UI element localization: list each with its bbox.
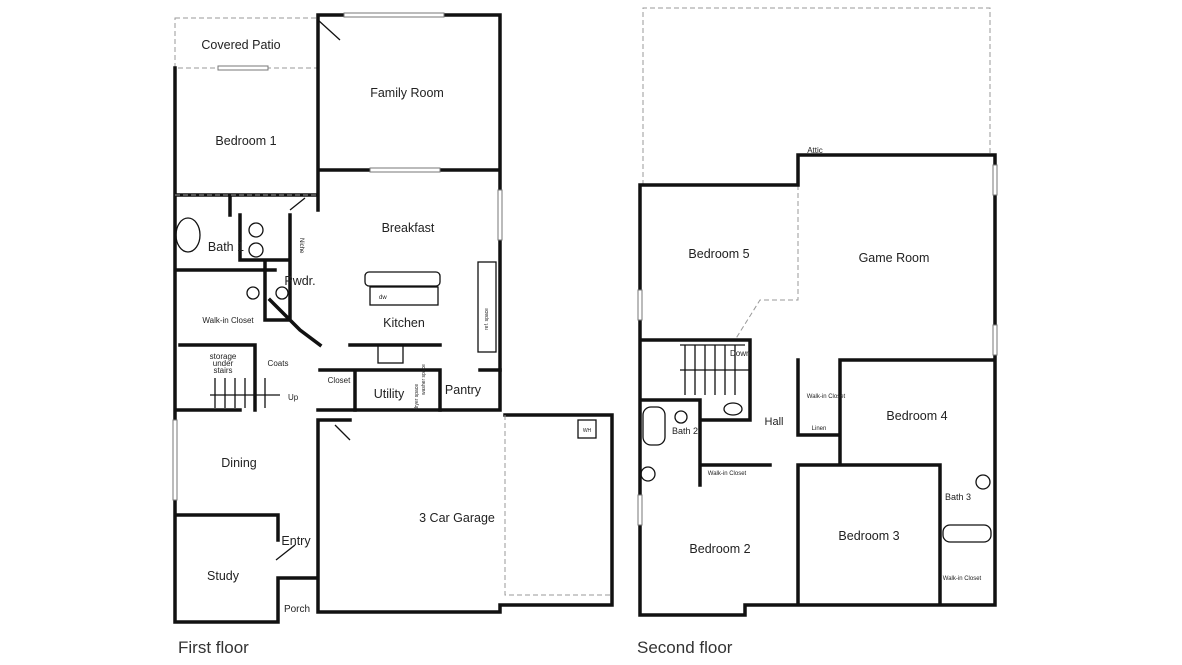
bathtub <box>642 406 666 446</box>
room-bath-1: Bath 1 <box>208 240 244 254</box>
room-storage-line3: stairs <box>213 366 232 375</box>
room-kitchen: Kitchen <box>383 316 425 330</box>
window <box>497 189 503 241</box>
room-bedroom-1: Bedroom 1 <box>215 134 276 148</box>
first-floor-caption: First floor <box>178 638 249 657</box>
window <box>369 167 441 173</box>
washer-space-label: washer space <box>421 364 427 395</box>
room-storage-line1: storage <box>210 352 237 361</box>
room-covered-patio: Covered Patio <box>201 38 280 52</box>
room-utility: Utility <box>374 387 405 401</box>
room-bath-3: Bath 3 <box>945 492 971 502</box>
walk-in-closet-bath2: Walk-in Closet <box>708 471 747 477</box>
niche-label: Niche <box>298 238 304 254</box>
room-game-room: Game Room <box>859 251 930 265</box>
walk-in-closet-bedroom3: Walk-in Closet <box>943 576 982 582</box>
room-bedroom-2: Bedroom 2 <box>689 542 750 556</box>
room-breakfast: Breakfast <box>382 221 435 235</box>
room-pantry: Pantry <box>445 383 482 397</box>
room-walk-in-closet: Walk-in Closet <box>202 316 254 325</box>
room-porch: Porch <box>284 604 310 615</box>
attic-outline <box>642 7 991 341</box>
room-bedroom-4: Bedroom 4 <box>886 409 947 423</box>
room-closet: Closet <box>328 376 351 385</box>
linen-closet: Linen <box>812 426 827 432</box>
dryer-space-label: dryer space <box>414 384 420 410</box>
window <box>172 419 178 501</box>
sink-icon <box>723 402 743 416</box>
room-dining: Dining <box>221 456 256 470</box>
window <box>992 324 998 356</box>
kitchen-island <box>364 271 441 287</box>
room-hall: Hall <box>765 416 784 428</box>
second-floor-caption: Second floor <box>637 638 733 657</box>
second-floor-plan: Attic Bedroom 5 Game Room Down Hall Bath… <box>637 7 998 657</box>
window <box>637 289 643 321</box>
window <box>637 494 643 526</box>
sink-icon <box>640 466 656 482</box>
room-family-room: Family Room <box>370 86 444 100</box>
toilet-icon <box>674 410 688 424</box>
toilet-icon <box>275 286 289 300</box>
stairs-up-label: Up <box>288 393 299 402</box>
cooktop <box>377 344 404 364</box>
dishwasher-label: dw <box>379 295 387 301</box>
window <box>217 65 269 71</box>
toilet-icon <box>246 286 260 300</box>
room-coats: Coats <box>268 359 289 368</box>
water-heater-label: WH <box>583 428 592 434</box>
bathtub <box>175 217 201 253</box>
sink-icon <box>248 242 264 258</box>
room-garage: 3 Car Garage <box>419 511 495 525</box>
stairs <box>210 378 280 408</box>
door-swings <box>275 19 351 561</box>
window <box>343 12 445 18</box>
room-study: Study <box>207 569 240 583</box>
sink-icon <box>248 222 264 238</box>
sink-icon <box>975 474 991 490</box>
room-bedroom-3: Bedroom 3 <box>838 529 899 543</box>
room-powder: Pwdr. <box>284 274 315 288</box>
window <box>992 164 998 196</box>
ref-space-label: ref. space <box>484 308 490 330</box>
stairs <box>680 344 750 395</box>
counter-right <box>477 261 497 353</box>
room-storage-line2: under <box>213 359 234 368</box>
stairs-down-label: Down <box>730 349 750 358</box>
room-bedroom-5: Bedroom 5 <box>688 247 749 261</box>
room-entry: Entry <box>281 534 311 548</box>
walk-in-closet-bedroom4: Walk-in Closet <box>807 394 846 400</box>
dashed-lines <box>175 194 612 596</box>
room-attic: Attic <box>807 146 823 155</box>
first-floor-plan: Covered Patio Family Room Bedroom 1 Brea… <box>172 12 614 657</box>
bathtub <box>942 524 992 543</box>
island-base <box>369 286 439 306</box>
room-bath-2: Bath 2 <box>672 426 698 436</box>
water-heater-icon <box>577 419 597 439</box>
